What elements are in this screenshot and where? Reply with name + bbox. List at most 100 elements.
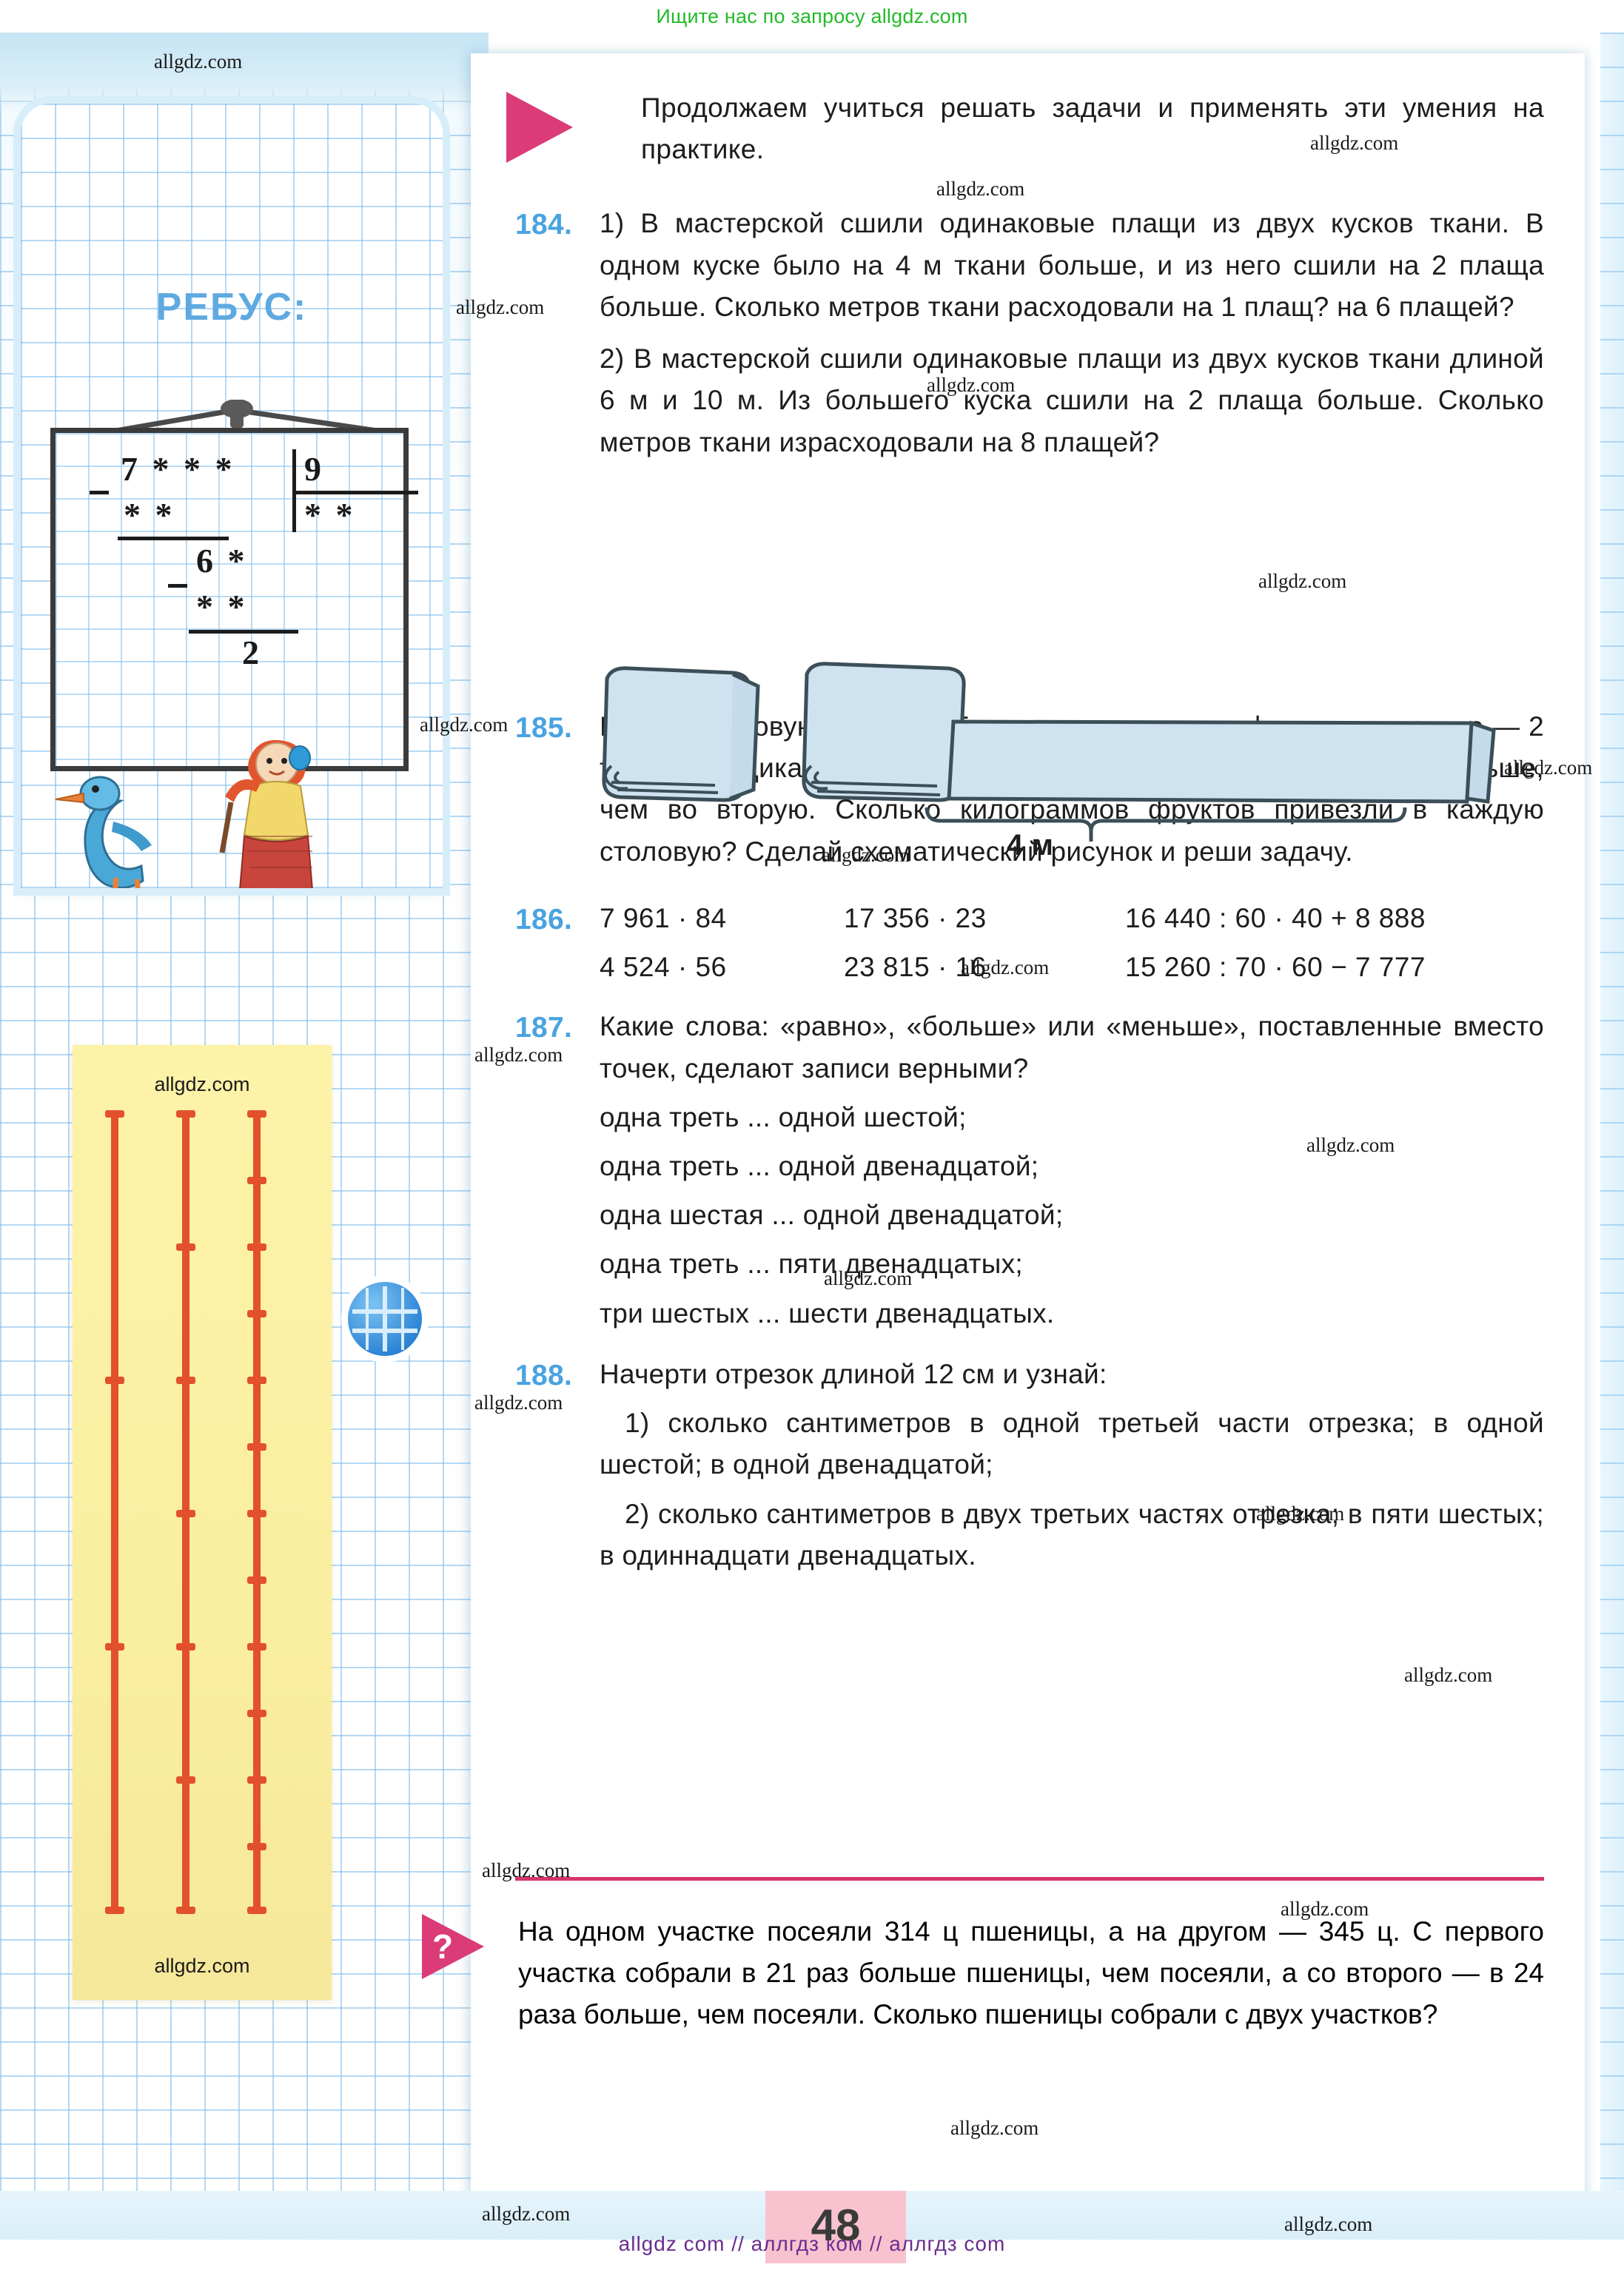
watermark-7: allgdz.com [1504,756,1593,779]
minus-sign-1 [90,491,109,494]
watermark-19: allgdz.com [482,2203,571,2225]
page-number: 48 [811,2200,861,2250]
exercise-188-part-1: 1) сколько сантиметров в одной третьей ч… [600,1408,1544,1480]
rebus-step-2: 6 * [196,542,248,580]
watermark-18: allgdz.com [950,2117,1039,2139]
panel-watermark-bottom: allgdz.com [154,1955,250,1977]
tick-sixths-1 [176,1243,195,1251]
tick-thirds-2 [105,1643,124,1651]
section-divider [515,1877,1544,1881]
exercise-188-prompt: Начерти отрезок длиной 12 см и узнай: [600,1358,1107,1389]
exercise-187-item-4: одна треть ... пяти двенадцатых; [600,1249,1023,1280]
tick-twelfths-7 [247,1576,266,1584]
fraction-segments-panel: allgdz.com allgdz.com [73,1045,332,2000]
lead-paragraph: Продолжаем учиться решать задачи и приме… [506,87,1544,170]
question-triangle-icon [422,1914,484,1979]
tick-twelfths-11 [247,1843,266,1850]
tick-twelfths-10 [247,1776,266,1784]
exercise-187-item-2: одна треть ... одной двенадцатой; [600,1150,1039,1181]
tick-twelfths-9 [247,1710,266,1717]
watermark-5: allgdz.com [1258,570,1347,592]
segment-thirds [111,1113,118,1913]
exercise-185-number: 185. [515,711,573,744]
exercise-186-number: 186. [515,903,573,936]
page-number-background [765,2191,906,2263]
tick-twelfths-4 [247,1377,266,1384]
rebus-remainder: 2 [242,634,262,671]
watermark-4: allgdz.com [927,374,1016,396]
watermark-8: allgdz.com [822,844,910,866]
fabric-length-label: 4 м [1007,829,1053,862]
exercise-184-body: 1) В мастерской сшили одинаковые плащи и… [600,203,1544,463]
rebus-chalkboard: 7 * * * 9 * * * * 6 * * * [50,428,418,771]
exercise-187-number: 187. [515,1012,573,1044]
rebus-title: РЕБУС: [155,286,308,329]
exercise-188-body: Начерти отрезок длиной 12 см и узнай: 1)… [600,1354,1544,1576]
watermark-2: allgdz.com [936,178,1025,200]
exercise-188-part-2: 2) сколько сантиметров в двух третьих ча… [600,1498,1544,1571]
stork-character-icon [55,776,152,888]
globe-lines-icon [352,1286,417,1351]
rebus-board: 7 * * * 9 * * * * 6 * * * [50,400,418,792]
tick-sixths-0 [176,1110,195,1118]
panel-watermark-top: allgdz.com [154,1073,250,1095]
watermark-15: allgdz.com [1404,1664,1493,1686]
expression-row: 4 524 · 56 23 815 · 16 15 260 : 70 · 60 … [600,947,1544,988]
expression-cell: 7 961 · 84 [600,902,727,933]
lead-text: Продолжаем учиться решать задачи и приме… [641,93,1544,165]
watermark-12: allgdz.com [824,1267,913,1289]
exercise-184: 184. 1) В мастерской сшили одинаковые пл… [515,203,1544,463]
site-footer: allgdz com // аллгдз ком // аллгдз com [618,2232,1006,2255]
expression-cell: 17 356 · 23 [844,902,987,933]
tick-sixths-3 [176,1510,195,1517]
watermark-10: allgdz.com [474,1044,563,1066]
tick-twelfths-12 [247,1907,266,1914]
exercise-187-item-3: одна шестая ... одной двенадцатой; [600,1200,1064,1231]
watermark-13: allgdz.com [474,1391,563,1414]
minus-sign-2 [168,584,187,588]
rebus-divisor: 9 [304,450,324,488]
tick-twelfths-2 [247,1243,266,1251]
rebus-quotient: * * [304,496,356,534]
tick-thirds-0 [105,1110,124,1118]
bottom-question-block: ? На одном участке посеяли 314 ц пшеницы… [422,1911,1544,2036]
step-1-rule [118,537,229,540]
tick-twelfths-3 [247,1310,266,1317]
textbook-page: РЕБУС: 7 * * * 9 * * [0,16,1624,2263]
exercise-187: 187. Какие слова: «равно», «больше» или … [515,1006,1544,1334]
tick-sixths-6 [176,1907,195,1914]
tick-sixths-4 [176,1643,195,1651]
expression-row: 7 961 · 84 17 356 · 23 16 440 : 60 · 40 … [600,898,1544,939]
pink-triangle-icon [506,92,573,163]
tick-twelfths-8 [247,1643,266,1651]
question-mark-icon: ? [432,1927,454,1966]
graph-paper-top-shade [0,33,489,114]
watermark-9: allgdz.com [961,956,1050,978]
exercise-188-number: 188. [515,1359,573,1391]
expression-cell: 4 524 · 56 [600,952,727,983]
exercise-184-number: 184. [515,209,573,241]
exercise-187-item-1: одна треть ... одной шестой; [600,1101,967,1132]
bottom-question-text: На одном участке посеяли 314 ц пшеницы, … [518,1916,1544,2030]
clown-character-icon [219,739,313,888]
exercise-187-body: Какие слова: «равно», «больше» или «мень… [600,1006,1544,1334]
watermark-16: allgdz.com [482,1859,571,1881]
content-sheet [471,53,1585,2222]
fabric-rolls-illustration [602,662,1496,842]
site-banner: Ищите нас по запросу allgdz.com [0,0,1624,33]
tick-thirds-1 [105,1377,124,1384]
step-3-rule [189,630,298,634]
exercise-186: 186. 7 961 · 84 17 356 · 23 16 440 : 60 … [515,898,1544,988]
rebus-step-3: * * [196,588,248,625]
graph-paper-right-edge [1600,33,1624,2237]
tick-thirds-3 [105,1907,124,1914]
exercise-187-prompt: Какие слова: «равно», «больше» или «мень… [600,1011,1544,1084]
globe-grid-icon [348,1282,422,1356]
tick-twelfths-1 [247,1177,266,1184]
rebus-step-1: * * [124,496,175,534]
exercise-186-expressions: 7 961 · 84 17 356 · 23 16 440 : 60 · 40 … [600,898,1544,988]
watermark-0: allgdz.com [154,50,243,73]
tick-twelfths-5 [247,1443,266,1451]
watermark-14: allgdz.com [1256,1502,1345,1525]
site-banner-text: Ищите нас по запросу allgdz.com [656,4,968,27]
